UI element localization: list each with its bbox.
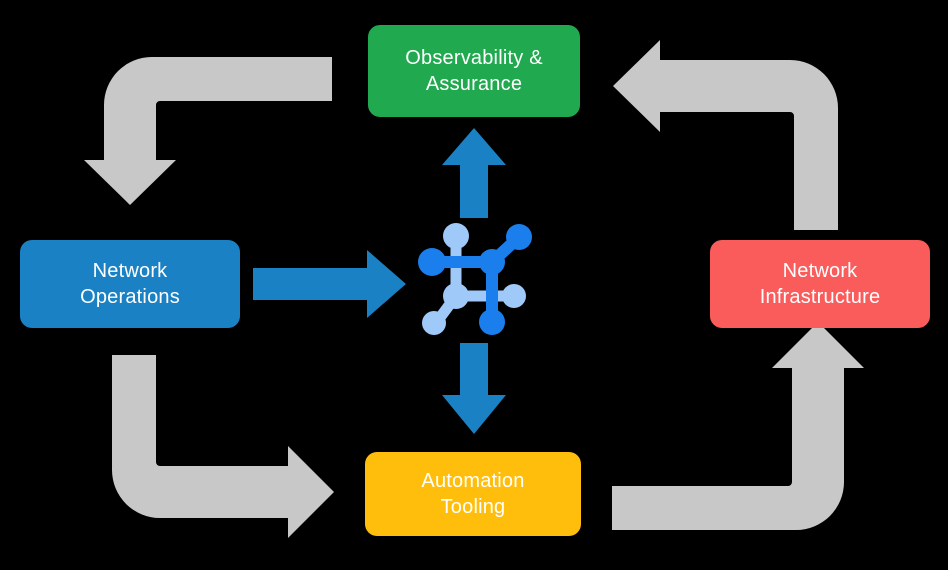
node-box-observability[interactable]: Observability & Assurance xyxy=(368,25,580,117)
node-label-observability: Observability & Assurance xyxy=(405,47,543,95)
blue-arrow-center-to-automation xyxy=(442,343,506,434)
gray-arrow-operations-to-automation xyxy=(112,355,334,538)
node-label-network-infrastructure: Network Infrastructure xyxy=(759,260,881,308)
node-label-network-operations: Network Operations xyxy=(80,260,180,308)
gray-arrow-observability-to-operations xyxy=(84,57,332,205)
gray-arrow-infrastructure-to-observability xyxy=(613,40,838,230)
node-box-network-operations[interactable]: Network Operations xyxy=(20,240,240,328)
network-topology-icon xyxy=(418,223,532,335)
blue-arrow-center-to-observability xyxy=(442,128,506,218)
gray-arrow-automation-to-infrastructure xyxy=(612,322,864,530)
topology-nodes-secondary xyxy=(422,223,526,335)
blue-arrow-operations-to-center xyxy=(253,250,406,318)
node-label-automation-tooling: Automation Tooling xyxy=(421,470,525,518)
topology-nodes-primary xyxy=(418,224,532,335)
node-box-automation-tooling[interactable]: Automation Tooling xyxy=(365,452,581,536)
node-box-network-infrastructure[interactable]: Network Infrastructure xyxy=(710,240,930,328)
